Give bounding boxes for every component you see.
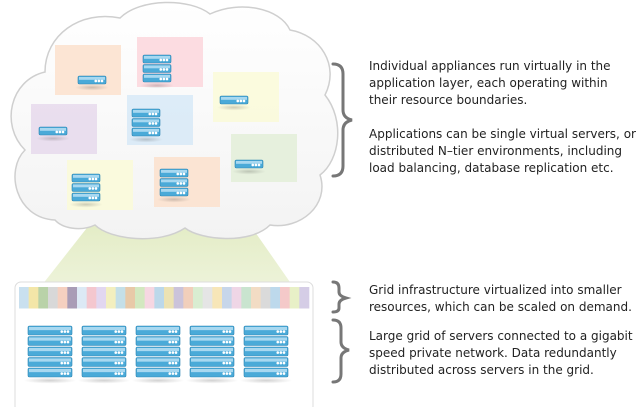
virtual-appliance	[127, 95, 193, 145]
resource-slice	[48, 287, 58, 309]
virtual-appliance	[67, 160, 133, 210]
resource-slice	[299, 287, 310, 309]
virtual-appliance	[213, 72, 279, 122]
virtual-server-stack	[69, 173, 103, 208]
resource-slice	[280, 287, 290, 309]
resource-slice	[77, 287, 87, 309]
resource-slice	[173, 287, 184, 309]
resource-slice	[144, 287, 155, 309]
server-rack	[23, 325, 77, 384]
resource-slice	[154, 287, 165, 309]
resource-slice	[86, 287, 97, 309]
resource-slice	[222, 287, 232, 309]
resource-slice	[115, 287, 126, 309]
virtual-server-stack	[232, 159, 266, 175]
resource-slice	[193, 287, 203, 309]
resource-slice	[202, 287, 213, 309]
resource-slice	[57, 287, 68, 309]
virtual-appliance	[31, 104, 97, 154]
virtual-server-stack	[129, 108, 163, 143]
resource-slice	[241, 287, 252, 309]
virtual-appliance	[55, 45, 121, 95]
resource-slice	[96, 287, 107, 309]
applications-description: Applications can be single virtual serve…	[369, 127, 636, 175]
resource-slice	[183, 287, 194, 309]
bracket-strip	[331, 280, 352, 314]
resource-slice	[289, 287, 300, 309]
virtual-appliance	[231, 134, 297, 182]
server-rack	[77, 325, 131, 384]
virtual-server-stack	[75, 75, 109, 91]
virtual-appliance	[154, 157, 220, 207]
grid-infrastructure-description: Grid infrastructure virtualized into sma…	[369, 283, 632, 314]
virtual-server-stack	[157, 168, 191, 203]
resource-slice	[260, 287, 271, 309]
virtual-server-stack	[217, 95, 251, 111]
resource-slice	[135, 287, 145, 309]
resource-slice	[38, 287, 49, 309]
resource-slice	[125, 287, 136, 309]
resource-slice	[164, 287, 174, 309]
resource-slice	[28, 287, 39, 309]
bracket-cloud	[331, 62, 353, 178]
resource-slice	[251, 287, 261, 309]
bracket-servers	[331, 318, 350, 384]
resource-slice	[270, 287, 281, 309]
server-rack	[131, 325, 185, 384]
resource-slice	[212, 287, 223, 309]
virtual-server-stack	[140, 54, 174, 89]
virtual-appliance	[137, 37, 203, 89]
resource-slice	[231, 287, 242, 309]
resource-slice	[19, 287, 29, 309]
server-grid-description: Large grid of servers connected to a gig…	[369, 329, 633, 377]
resource-slice	[106, 287, 116, 309]
virtual-server-stack	[36, 126, 70, 142]
appliances-description: Individual appliances run virtually in t…	[369, 59, 611, 107]
server-rack	[239, 325, 293, 384]
server-rack	[185, 325, 239, 384]
resource-slice	[67, 287, 78, 309]
